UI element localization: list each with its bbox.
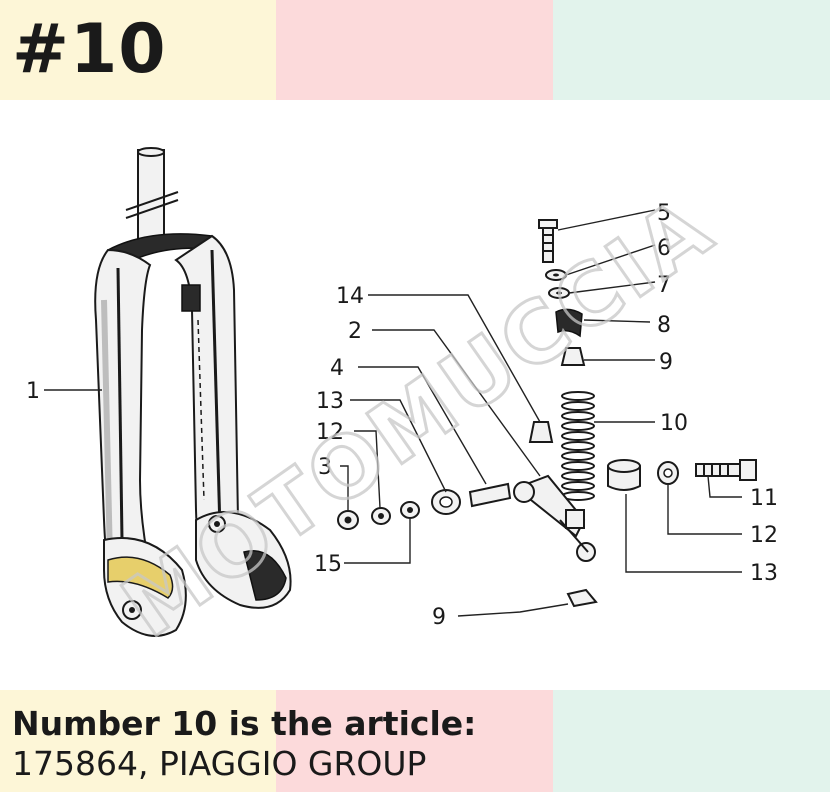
callout-15: 15 [314,552,342,577]
caption-article-text: 175864, PIAGGIO GROUP [12,744,427,783]
callout-3: 3 [318,455,332,480]
callout-12-left: 12 [316,420,344,445]
top-color-band [0,0,830,100]
callout-10: 10 [660,411,688,436]
callout-9-top: 9 [659,350,673,375]
callout-5: 5 [657,201,671,226]
fork-drawing [94,147,292,637]
suspension-parts [337,219,757,608]
callout-13-right: 13 [750,561,778,586]
callout-9-bottom: 9 [432,605,446,630]
bottom-color-band [0,690,830,792]
callout-8: 8 [657,313,671,338]
callout-4: 4 [330,356,344,381]
callout-12-right: 12 [750,523,778,548]
exploded-parts-diagram: 1 14 2 4 13 12 3 15 5 6 7 8 9 10 11 12 1… [26,147,778,658]
callout-7: 7 [657,273,671,298]
callout-2: 2 [348,319,362,344]
callout-1: 1 [26,379,40,404]
callout-11: 11 [750,486,778,511]
callout-13-left: 13 [316,389,344,414]
callout-6: 6 [657,236,671,261]
page-title: #10 [12,10,167,89]
callout-labels: 1 14 2 4 13 12 3 15 5 6 7 8 9 10 11 12 1… [26,201,778,630]
leader-lines [44,209,742,617]
callout-14: 14 [336,284,364,309]
caption-heading: Number 10 is the article: [12,704,477,743]
